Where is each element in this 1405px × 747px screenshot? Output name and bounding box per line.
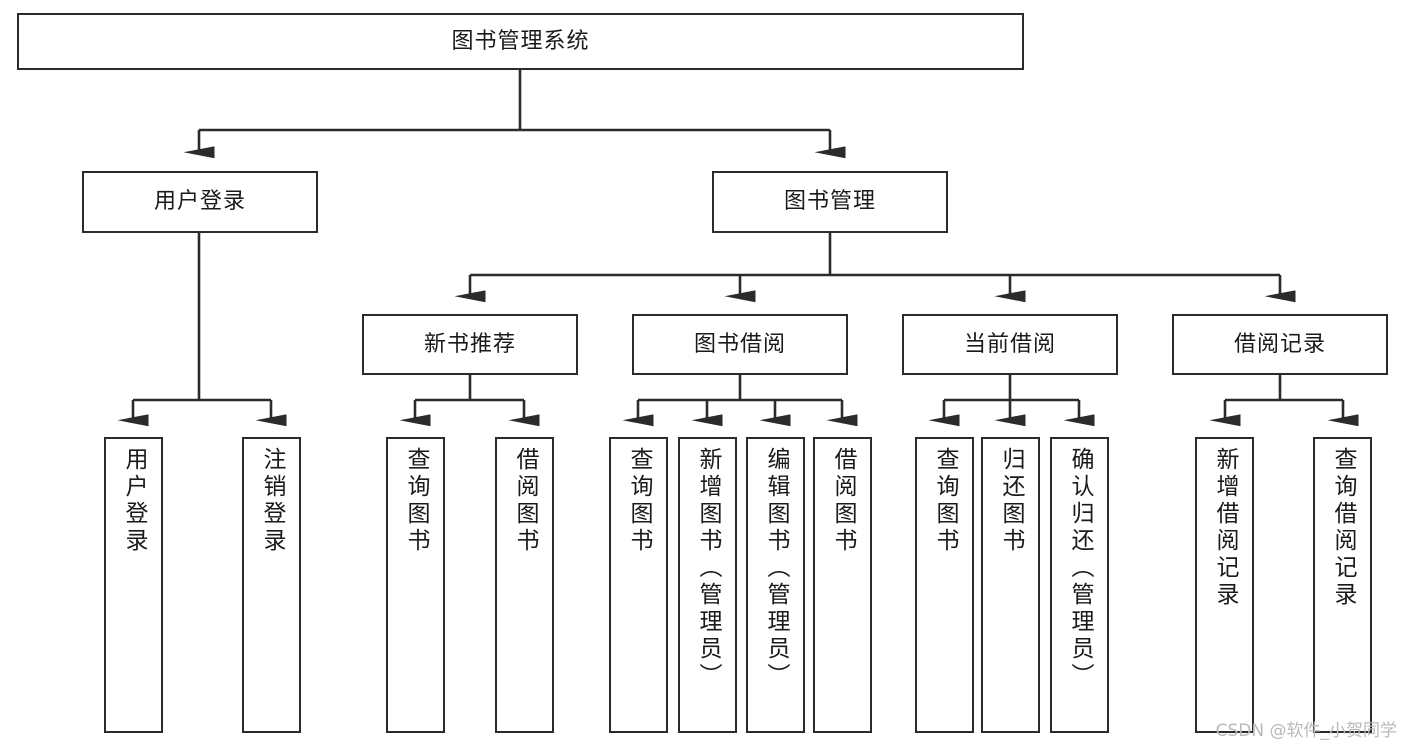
leaf-recommend-borrow-book[interactable]: 借阅图书 bbox=[495, 437, 554, 733]
leaf-user-login-logout[interactable]: 注销登录 bbox=[242, 437, 301, 733]
leaf-record-add-record[interactable]: 新增借阅记录 bbox=[1195, 437, 1254, 733]
leaf-current-return-book[interactable]: 归还图书 bbox=[981, 437, 1040, 733]
node-book-borrow[interactable]: 图书借阅 bbox=[632, 314, 848, 375]
node-label: 借阅图书 bbox=[512, 447, 538, 555]
node-label: 注销登录 bbox=[259, 447, 285, 555]
leaf-borrow-add-book-admin[interactable]: 新增图书（管理员） bbox=[678, 437, 737, 733]
leaf-borrow-borrow-book[interactable]: 借阅图书 bbox=[813, 437, 872, 733]
leaf-current-confirm-return-admin[interactable]: 确认归还（管理员） bbox=[1050, 437, 1109, 733]
node-label: 新书推荐 bbox=[423, 331, 516, 357]
node-label: 查询图书 bbox=[932, 447, 958, 555]
node-label: 当前借阅 bbox=[963, 331, 1056, 357]
leaf-record-query-record[interactable]: 查询借阅记录 bbox=[1313, 437, 1372, 733]
csdn-watermark: CSDN @软件_小贺同学 bbox=[1215, 721, 1397, 741]
node-label: 确认归还（管理员） bbox=[1067, 447, 1093, 690]
node-label: 新增借阅记录 bbox=[1212, 447, 1238, 609]
node-label: 图书管理 bbox=[783, 189, 876, 215]
node-label: 图书借阅 bbox=[693, 331, 786, 357]
node-borrow-record[interactable]: 借阅记录 bbox=[1172, 314, 1388, 375]
node-book-management[interactable]: 图书管理 bbox=[712, 171, 948, 233]
node-user-login[interactable]: 用户登录 bbox=[82, 171, 318, 233]
node-label: 归还图书 bbox=[998, 447, 1024, 555]
leaf-borrow-query-book[interactable]: 查询图书 bbox=[609, 437, 668, 733]
node-current-borrow[interactable]: 当前借阅 bbox=[902, 314, 1118, 375]
node-label: 借阅记录 bbox=[1233, 331, 1326, 357]
leaf-recommend-query-book[interactable]: 查询图书 bbox=[386, 437, 445, 733]
node-label: 图书管理系统 bbox=[451, 28, 590, 54]
leaf-user-login-login[interactable]: 用户登录 bbox=[104, 437, 163, 733]
node-root-system[interactable]: 图书管理系统 bbox=[17, 13, 1024, 70]
node-label: 新增图书（管理员） bbox=[695, 447, 721, 690]
node-label: 查询借阅记录 bbox=[1330, 447, 1356, 609]
node-label: 查询图书 bbox=[403, 447, 429, 555]
node-label: 借阅图书 bbox=[830, 447, 856, 555]
node-label: 查询图书 bbox=[626, 447, 652, 555]
node-new-book-recommend[interactable]: 新书推荐 bbox=[362, 314, 578, 375]
node-label: 用户登录 bbox=[121, 447, 147, 555]
node-label: 用户登录 bbox=[153, 189, 246, 215]
node-label: 编辑图书（管理员） bbox=[763, 447, 789, 690]
leaf-current-query-book[interactable]: 查询图书 bbox=[915, 437, 974, 733]
leaf-borrow-edit-book-admin[interactable]: 编辑图书（管理员） bbox=[746, 437, 805, 733]
